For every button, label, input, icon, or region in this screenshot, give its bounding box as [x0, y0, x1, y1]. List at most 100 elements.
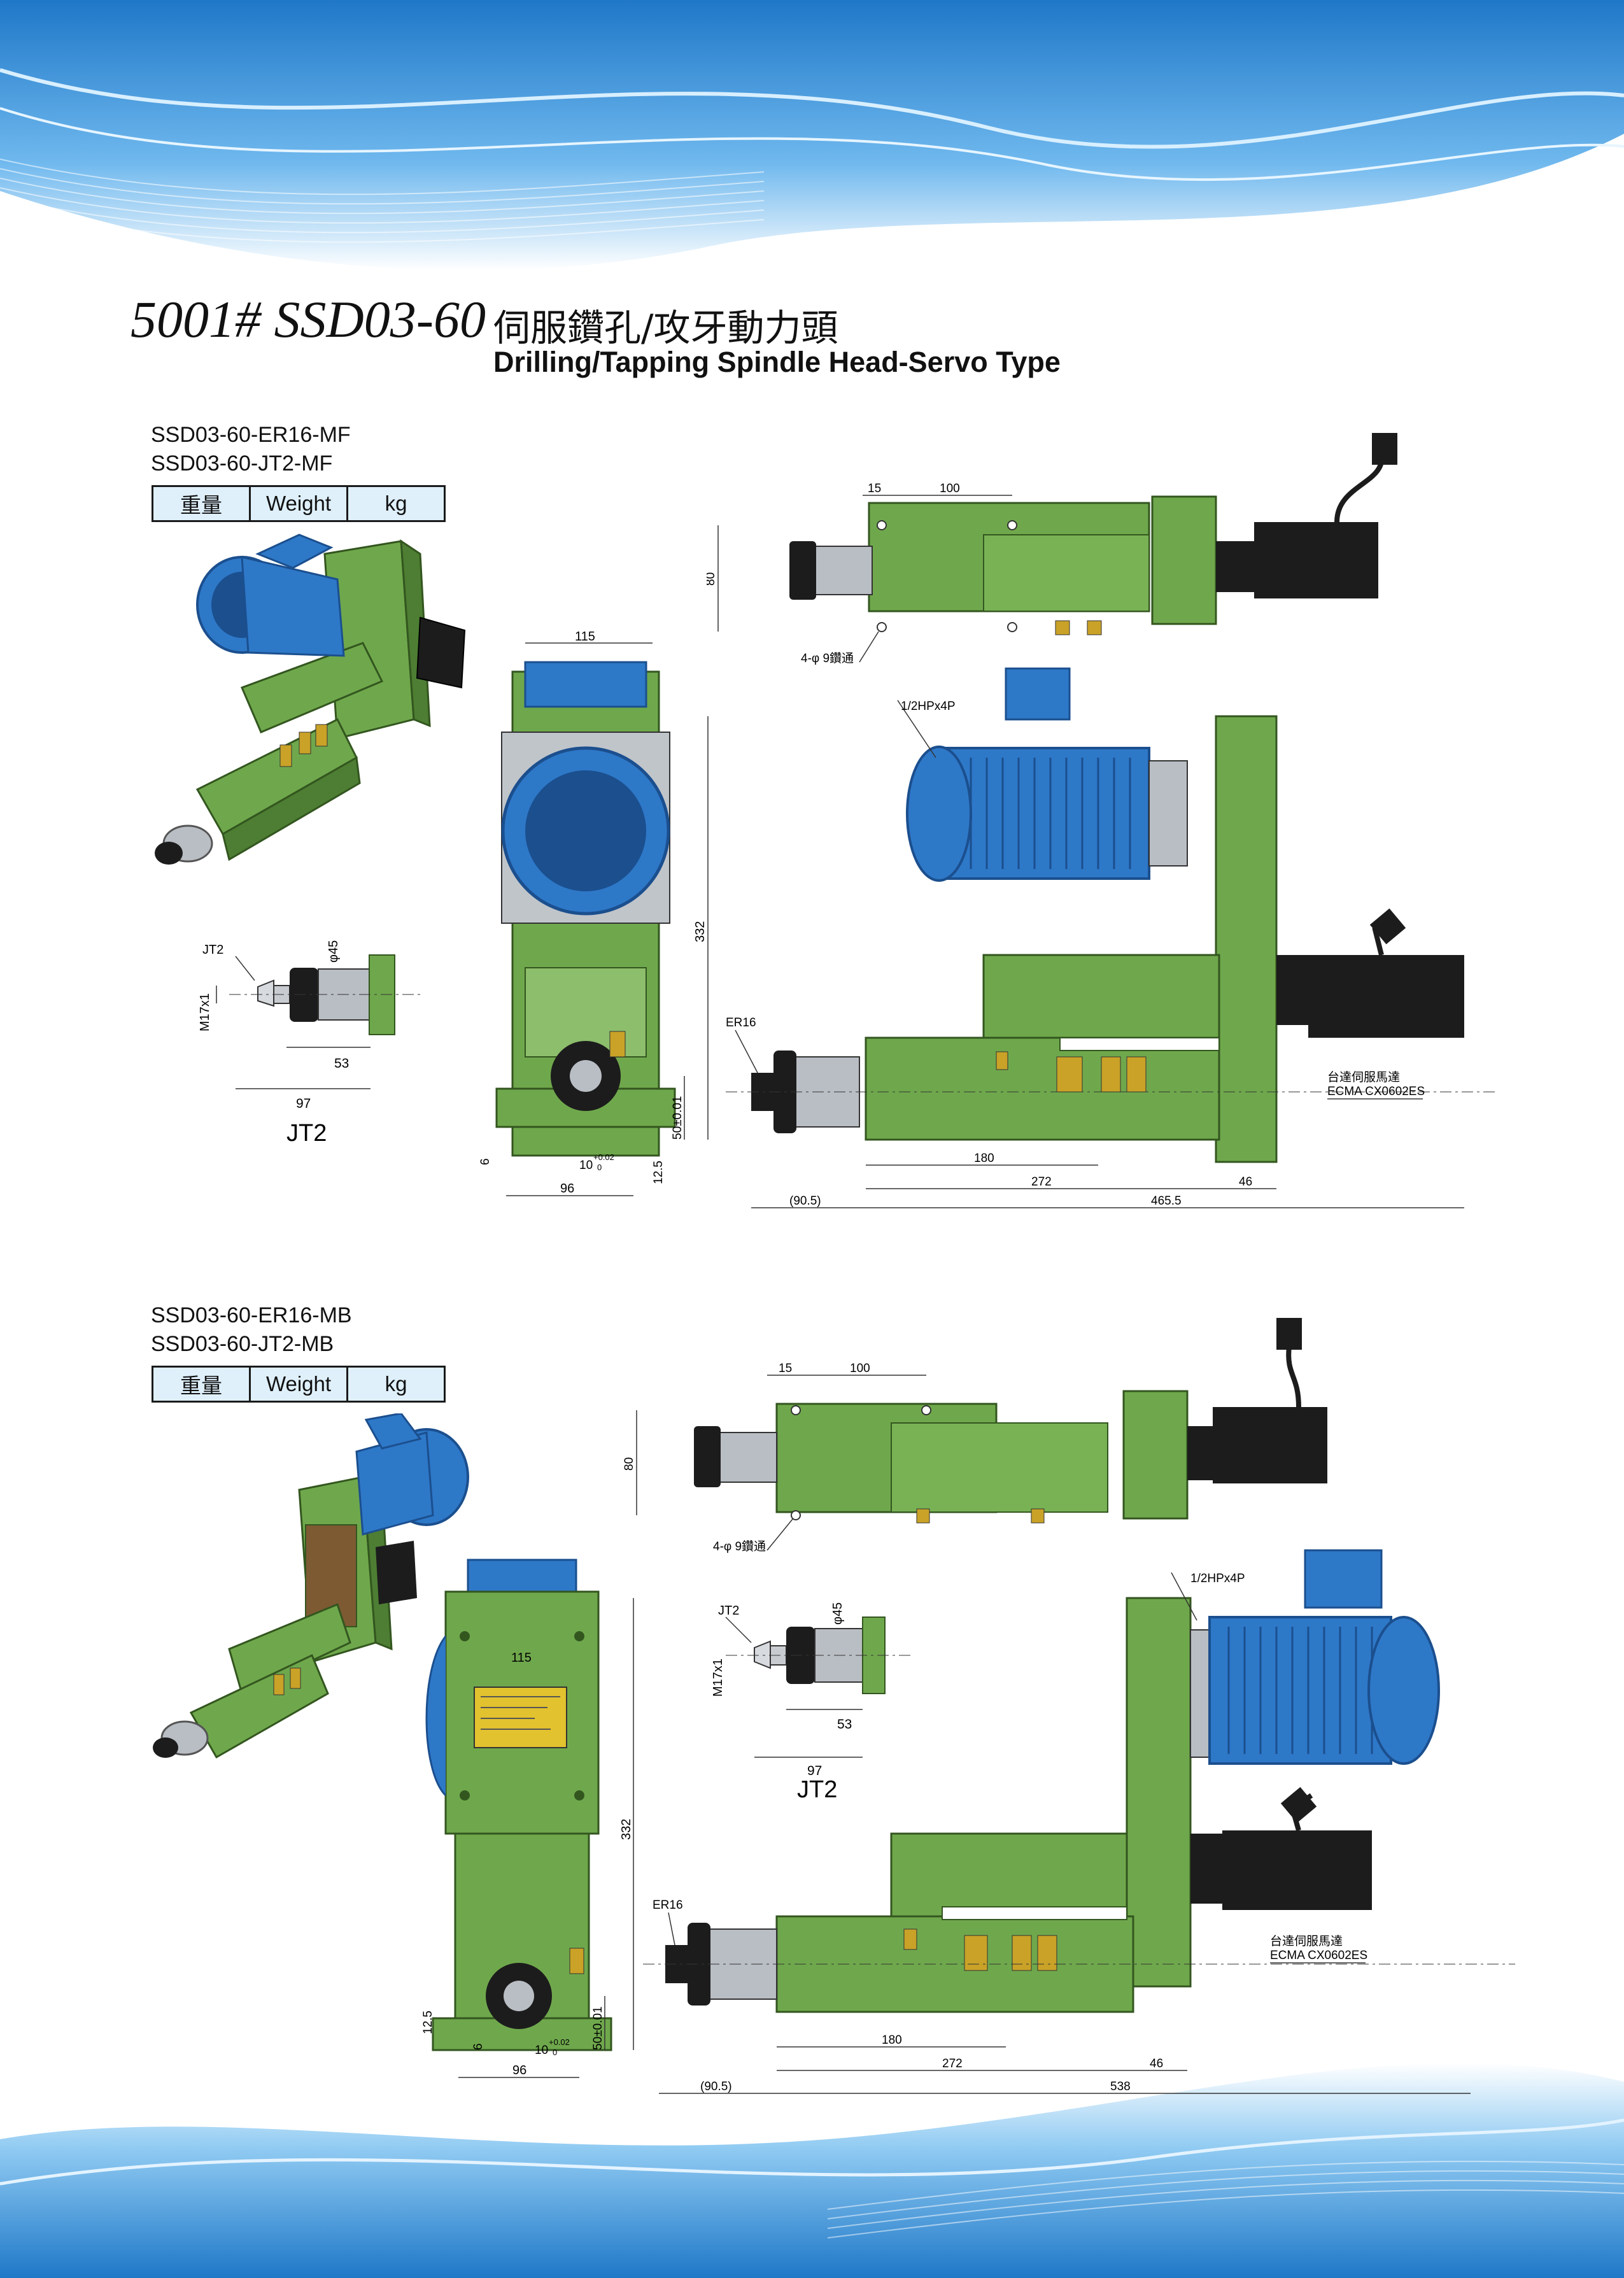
servo-callout-line1: 台達伺服馬達 — [1327, 1070, 1400, 1084]
bolt — [460, 1631, 470, 1641]
jt2-label: JT2 — [286, 1120, 327, 1147]
weight-label-en: Weight — [249, 485, 348, 522]
dim-53: 53 — [334, 1056, 349, 1071]
dim-50: 50±0.01 — [591, 2006, 605, 2050]
dim-total: 465.5 — [1151, 1194, 1182, 1208]
motor-fan-cover — [1367, 1616, 1440, 1765]
stop-block — [279, 744, 292, 767]
top-housing — [983, 534, 1150, 612]
motor-flange — [1148, 760, 1188, 867]
front-view: 115 332 50±0.01 12.5 6 10 +0.02 0 96 — [421, 1559, 634, 2078]
weight-unit: kg — [346, 485, 446, 522]
mounting-hole — [1007, 622, 1017, 632]
stop-block — [609, 1031, 626, 1058]
spindle-bore — [504, 1981, 534, 2011]
servo-connector — [1276, 1318, 1302, 1350]
dim-100: 100 — [940, 482, 960, 495]
stop-block — [569, 1948, 584, 1974]
dim-96: 96 — [560, 1182, 574, 1196]
dim-53: 53 — [837, 1717, 852, 1732]
servo-connector — [1280, 1786, 1317, 1823]
stop-block — [1031, 1508, 1045, 1524]
stop-block — [1055, 620, 1070, 635]
mounting-plate — [1215, 715, 1278, 1163]
servo-cable — [1286, 1346, 1301, 1408]
servo-motor — [376, 1541, 417, 1604]
top-mounting-plate — [1122, 1390, 1189, 1520]
servo-adapter — [1216, 541, 1254, 592]
stop-block — [1012, 1935, 1032, 1971]
dim-15: 15 — [779, 1362, 792, 1375]
page-title-english: Drilling/Tapping Spindle Head-Servo Type — [493, 346, 1061, 378]
weight-table: 重量 Weight kg — [152, 1366, 446, 1403]
stop-block — [996, 1051, 1008, 1070]
mounting-hole — [791, 1510, 801, 1520]
collet-nut — [789, 541, 816, 600]
stop-block — [916, 1508, 930, 1524]
jt2-arbor — [257, 979, 274, 1007]
servo-motor — [1213, 1407, 1327, 1483]
motor-flange — [1190, 1629, 1210, 1758]
motor-body — [355, 1431, 434, 1536]
mounting-plate — [1126, 1597, 1192, 1988]
slot — [942, 1906, 1127, 1920]
dim-46: 46 — [1150, 2057, 1163, 2070]
nameplate-lines — [481, 1696, 560, 1730]
page-title-chinese: 伺服鑽孔/攻牙動力頭 — [493, 306, 838, 350]
servo-callout-line2: ECMA CX0602ES — [1270, 1949, 1367, 1962]
fan-grille — [525, 770, 646, 891]
motor-callout: 1/2HPx4P — [1190, 1572, 1245, 1585]
slot — [1059, 1037, 1220, 1051]
servo-callout-line1: 台達伺服馬達 — [1270, 1934, 1343, 1948]
terminal-box — [255, 534, 334, 569]
collet-nut — [153, 1737, 178, 1758]
dim-80: 80 — [624, 1457, 636, 1471]
dim-10-tol-up: +0.02 — [549, 2037, 570, 2047]
servo-adapter — [1276, 955, 1308, 1025]
terminal-box — [524, 661, 647, 708]
stop-block — [1126, 1056, 1147, 1093]
mounting-hole — [791, 1405, 801, 1415]
mounting-hole — [877, 520, 887, 530]
top-view: 15 100 80 4-φ 9鑽通 — [624, 1318, 1327, 1553]
servo-motor — [1222, 1830, 1372, 1910]
page-model-number: 5001# SSD03-60 — [131, 290, 486, 348]
dim-180: 180 — [974, 1152, 994, 1165]
dim-332: 332 — [693, 921, 707, 942]
jt2-arbor — [754, 1640, 771, 1669]
holes-callout: 4-φ 9鑽通 — [801, 651, 854, 665]
dim-96: 96 — [512, 2063, 526, 2077]
dim-46: 46 — [1239, 1175, 1252, 1189]
motor-callout: 1/2HPx4P — [901, 700, 956, 713]
leader-line — [1171, 1572, 1197, 1621]
leader-line — [725, 1617, 752, 1643]
holes-callout: 4-φ 9鑽通 — [713, 1539, 766, 1553]
leader-line — [766, 1518, 793, 1551]
weight-label-zh: 重量 — [152, 485, 251, 522]
isometric-render — [155, 534, 466, 865]
leader-line — [235, 956, 255, 981]
spindle-bore — [570, 1060, 602, 1092]
gear-housing — [240, 642, 384, 733]
weight-table: 重量 Weight kg — [152, 485, 446, 522]
servo-connector — [1372, 433, 1397, 465]
spindle-sleeve — [814, 546, 873, 595]
weight-label-en: Weight — [249, 1366, 348, 1403]
servo-motor — [1308, 955, 1464, 1038]
bolt — [460, 1790, 470, 1800]
dim-272: 272 — [1031, 1175, 1052, 1189]
motor-fan-cover — [906, 746, 972, 882]
side-view: 1/2HPx4P ER16 台達伺服馬達 ECMA CX0602ES 180 2… — [726, 667, 1496, 1208]
gear-housing — [228, 1603, 351, 1695]
stop-block — [315, 724, 328, 747]
side-view: 1/2HPx4P ER16 台達伺服馬達 ECMA CX0602ES 180 2… — [643, 1549, 1515, 2094]
top-housing — [891, 1422, 1108, 1513]
motor-body — [241, 556, 345, 657]
terminal-box — [1005, 667, 1071, 721]
servo-adapter — [1190, 1834, 1222, 1904]
model-code: SSD03-60-ER16-MF — [151, 423, 351, 447]
servo-callout-line2: ECMA CX0602ES — [1327, 1085, 1425, 1098]
weight-unit: kg — [346, 1366, 446, 1403]
jt2-detail: JT2 M17x1 φ45 53 97 JT2 — [198, 940, 420, 1147]
